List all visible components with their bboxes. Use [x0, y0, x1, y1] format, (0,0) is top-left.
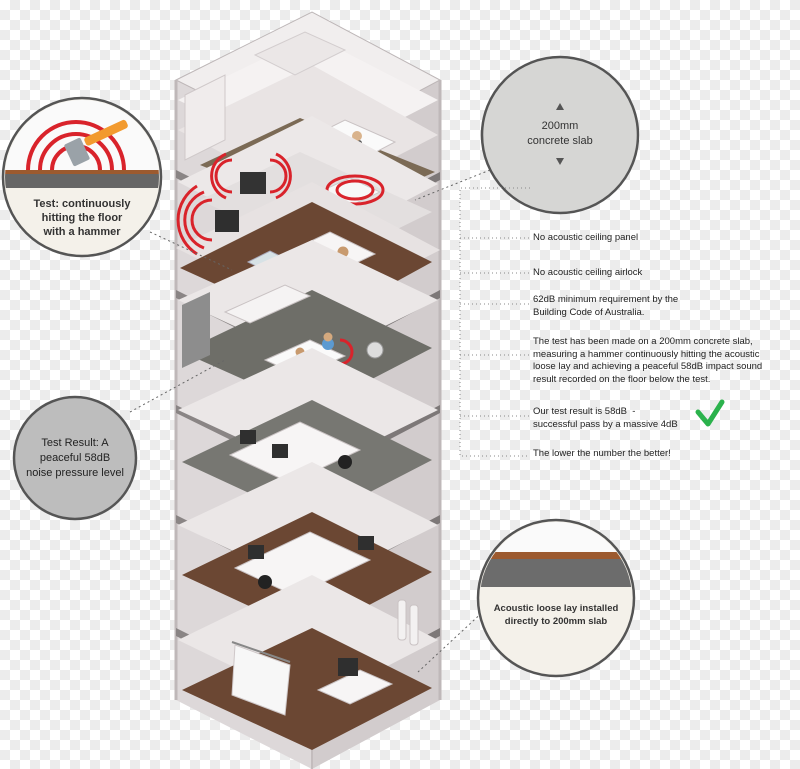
- note-no-ceiling-panel: No acoustic ceiling panel: [533, 232, 639, 243]
- office-chair-2: [338, 455, 352, 469]
- loose-lay-layer: [480, 552, 632, 559]
- monitor-1: [240, 430, 256, 444]
- monitor-2: [272, 444, 288, 458]
- note-test-description: The test has been made on a 200mm concre…: [533, 336, 795, 386]
- hammer-callout-loose-lay: [5, 170, 159, 174]
- slab-label: 200mm concrete slab: [505, 119, 615, 149]
- office-desks-grey: [228, 421, 362, 484]
- slab-callout-leader: [414, 169, 491, 201]
- slab-line-1: 200mm: [541, 120, 579, 132]
- clothes-rail: [231, 641, 291, 663]
- note-requirement-line-2: Building Code of Australia.: [533, 306, 645, 318]
- note-test-line-1: The test has been made on a 200mm concre…: [533, 336, 753, 347]
- result-label: Test Result: A peaceful 58dB noise press…: [20, 436, 130, 481]
- tv-upper: [240, 172, 266, 194]
- up-arrow-icon: [556, 103, 564, 110]
- note-test-line-4: result recorded on the floor below the t…: [533, 373, 711, 385]
- loose-lay-line-1: Acoustic loose lay installed: [493, 603, 619, 614]
- note-outcome-line-2: successful pass by a massive 4dB: [533, 418, 678, 430]
- washer: [366, 341, 384, 359]
- hammer-test-callout: [1, 96, 233, 271]
- diner-blue: [322, 338, 334, 350]
- loose-lay-callout-leader: [417, 595, 501, 673]
- note-test-line-2: measuring a hammer continuously hitting …: [533, 348, 760, 360]
- person-head: [352, 131, 362, 141]
- result-callout-leader: [129, 359, 226, 413]
- slab-callout-circle: [480, 55, 640, 215]
- floor-boutique: [178, 575, 438, 750]
- slab-callout: [414, 55, 640, 215]
- note-test-line-3: loose lay and achieving a peaceful 58dB …: [533, 361, 763, 372]
- shop-counter: [316, 669, 394, 705]
- hammer-callout-leader: [149, 231, 233, 271]
- hammer-test-line-3: with a hammer: [43, 226, 121, 238]
- note-requirement: 62dB minimum requirement by the Building…: [533, 294, 763, 319]
- office-chair-3: [258, 575, 272, 589]
- hammer-test-line-1: Test: continuously: [33, 198, 131, 210]
- note-no-ceiling-airlock: No acoustic ceiling airlock: [533, 267, 643, 278]
- bathroom-wall: [253, 31, 347, 76]
- fridge: [182, 292, 210, 368]
- note-requirement-line-1: 62dB minimum requirement by the: [533, 294, 679, 305]
- mannequin-2: [409, 604, 419, 646]
- diner-head-2: [323, 332, 333, 342]
- chair-back-1: [248, 545, 264, 559]
- loose-lay-line-2: directly to 200mm slab: [504, 616, 608, 627]
- note-lower-better: The lower the number the better!: [533, 448, 671, 459]
- result-line-1: Test Result: A: [41, 437, 109, 449]
- shop-tv: [338, 658, 358, 676]
- chair-back-2: [358, 536, 374, 550]
- notes-connectors: [459, 187, 530, 457]
- down-arrow-icon: [556, 158, 564, 165]
- checkmark-icon: [695, 399, 725, 427]
- loose-lay-slab: [480, 559, 632, 587]
- kitchen-bench: [223, 284, 312, 324]
- wardrobe: [184, 74, 226, 161]
- hanging-dresses: [231, 644, 291, 716]
- hammer-icon: [64, 119, 128, 167]
- note-outcome: Our test result is 58dB - successful pas…: [533, 406, 763, 431]
- mannequin-1: [397, 599, 407, 641]
- sound-waves-icon: [339, 338, 354, 366]
- hammer-callout-slab: [5, 174, 159, 188]
- result-callout-circle: [12, 395, 138, 521]
- result-callout: [12, 359, 226, 521]
- sound-waves-icon: [210, 152, 385, 206]
- hammer-test-label: Test: continuously hitting the floor wit…: [20, 197, 144, 239]
- result-line-3: noise pressure level: [26, 467, 124, 479]
- boutique-floor: [182, 628, 432, 750]
- loose-lay-label: Acoustic loose lay installed directly to…: [483, 602, 629, 628]
- result-line-2: peaceful 58dB: [39, 452, 111, 464]
- slab-line-2: concrete slab: [527, 135, 593, 147]
- note-outcome-line-1: Our test result is 58dB -: [533, 406, 636, 417]
- hammer-test-line-2: hitting the floor: [41, 212, 123, 224]
- tv-living: [215, 210, 239, 232]
